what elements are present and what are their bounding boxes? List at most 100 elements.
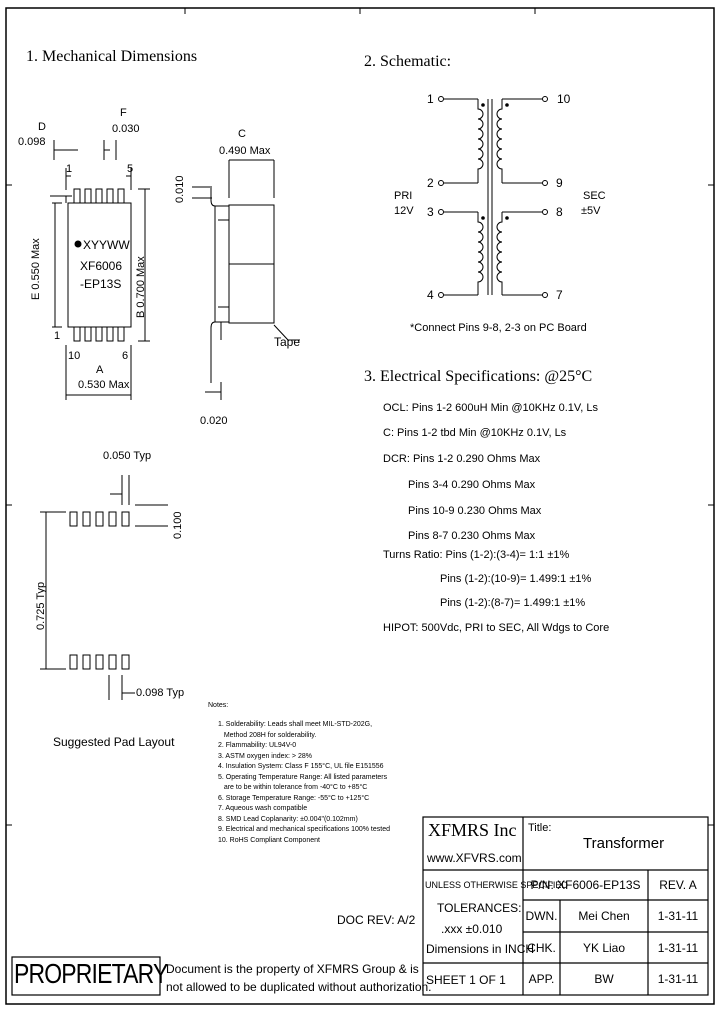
pin5-top-label: 5	[127, 163, 134, 175]
dim-b-text: 0.700 Max	[135, 256, 147, 308]
sec-voltage: ±5V	[581, 205, 601, 217]
chk-label: CHK.	[527, 940, 556, 955]
marking-line3: -EP13S	[80, 277, 122, 291]
title-label: Title:	[528, 822, 552, 834]
dimensions-unit: Dimensions in INCH	[426, 942, 535, 956]
app-label: APP.	[528, 972, 555, 986]
spec-dcr-4: Pins 8-7 0.230 Ohms Max	[408, 530, 536, 542]
schematic-section-title: 2. Schematic:	[364, 53, 452, 70]
revision: REV. A	[659, 878, 697, 892]
schem-pin-7: 7	[556, 288, 563, 302]
note-item: 1. Solderability: Leads shall meet MIL-S…	[218, 721, 373, 728]
pin1-bottom-label: 1	[54, 330, 61, 342]
proprietary-line2: not allowed to be duplicated without aut…	[166, 980, 432, 994]
dim-e-value: E 0.550 Max	[30, 238, 42, 300]
note-item: 7. Aqueous wash compatible	[218, 805, 308, 812]
dim-f-label: F	[120, 107, 127, 119]
company-name: XFMRS Inc	[428, 820, 517, 840]
mech-top-view	[50, 140, 150, 400]
notes-list: 1. Solderability: Leads shall meet MIL-S…	[218, 720, 390, 846]
pin1-dot	[74, 240, 82, 248]
dim-b-label: B	[135, 310, 147, 318]
schem-pin-8: 8	[556, 205, 563, 219]
chk-name: YK Liao	[582, 940, 626, 955]
note-item: 10. RoHS Compliant Component	[218, 836, 320, 844]
dim-a-value: 0.530 Max	[78, 379, 130, 391]
spec-cap: C: Pins 1-2 tbd Min @10KHz 0.1V, Ls	[383, 427, 567, 439]
dwn-name: Mei Chen	[578, 909, 630, 923]
pad-layout-caption: Suggested Pad Layout	[53, 735, 175, 749]
note-item: 8. SMD Lead Coplanarity: ±0.004"(0.102mm…	[218, 815, 358, 823]
note-item: 3. ASTM oxygen index: > 28%	[218, 752, 312, 760]
dim-d-value: 0.098	[18, 136, 46, 148]
tolerance-value: .xxx ±0.010	[441, 922, 503, 936]
schem-pin-1: 1	[427, 92, 434, 106]
schem-pin-2: 2	[427, 176, 434, 190]
polarity-dots	[481, 103, 509, 220]
spec-hipot: HIPOT: 500Vdc, PRI to SEC, All Wdgs to C…	[383, 622, 610, 634]
pad-width-label: 0.098 Typ	[136, 687, 185, 699]
schem-pin-4: 4	[427, 288, 434, 302]
schem-pin-3: 3	[427, 205, 434, 219]
note-item: 2. Flammability: UL94V-0	[218, 742, 297, 749]
tolerances-label: TOLERANCES:	[437, 901, 522, 915]
tape-label: Tape	[274, 335, 301, 349]
pad-layout	[40, 475, 168, 700]
spec-turns-3: Pins (1-2):(8-7)= 1.499:1 ±1%	[440, 597, 586, 609]
company-website: www.XFVRS.com	[427, 851, 522, 865]
sec-label: SEC	[583, 190, 606, 202]
pad-height-label: 0.100	[172, 511, 184, 539]
title-block-grid	[11, 816, 709, 996]
app-date: 1-31-11	[657, 972, 699, 986]
app-name: BW	[594, 972, 614, 986]
dwn-label: DWN.	[525, 909, 558, 923]
proprietary-line1: Document is the property of XFMRS Group …	[166, 962, 419, 976]
pin1-top-label: 1	[66, 163, 73, 175]
note-item: 6. Storage Temperature Range: -55°C to +…	[218, 794, 370, 802]
note-item: 4. Insulation System: Class F 155°C, UL …	[218, 763, 384, 770]
spec-turns-1: Turns Ratio: Pins (1-2):(3-4)= 1:1 ±1%	[383, 549, 570, 561]
dwn-date: 1-31-11	[657, 909, 699, 923]
note-item: are to be within tolerance from -40°C to…	[218, 784, 368, 791]
spec-ocl: OCL: Pins 1-2 600uH Min @10KHz 0.1V, Ls	[383, 402, 598, 414]
dim-c-label: C	[238, 128, 246, 140]
schematic-drawing	[438, 96, 548, 298]
schem-pin-10: 10	[557, 92, 571, 106]
dim-b-value: B 0.700 Max	[135, 256, 147, 318]
pad-span-label: 0.725 Typ	[35, 581, 47, 630]
dim-010-value: 0.010	[174, 175, 186, 203]
spec-dcr-3: Pins 10-9 0.230 Ohms Max	[408, 505, 542, 517]
note-item: Method 208H for solderability.	[218, 731, 317, 739]
spec-turns-2: Pins (1-2):(10-9)= 1.499:1 ±1%	[440, 573, 592, 585]
pad-pitch-label: 0.050 Typ	[103, 450, 152, 462]
pri-label: PRI	[394, 190, 413, 202]
pin10-label: 10	[68, 350, 81, 362]
unless-text: UNLESS OTHERWISE SPECIFIED	[425, 880, 568, 890]
spec-dcr-2: Pins 3-4 0.290 Ohms Max	[408, 479, 536, 491]
schem-pin-9: 9	[556, 176, 563, 190]
dim-f-value: 0.030	[112, 123, 140, 135]
spec-dcr-1: DCR: Pins 1-2 0.290 Ohms Max	[383, 453, 541, 465]
mech-section-title: 1. Mechanical Dimensions	[26, 48, 198, 65]
dim-c-value: 0.490 Max	[219, 145, 271, 157]
schematic-note: *Connect Pins 9-8, 2-3 on PC Board	[410, 322, 587, 334]
pri-voltage: 12V	[394, 205, 414, 217]
dim-e-text: 0.550 Max	[30, 238, 42, 290]
dim-020-value: 0.020	[200, 415, 228, 427]
marking-line2: XF6006	[80, 259, 123, 273]
part-number: P/N: XF6006-EP13S	[530, 878, 641, 892]
sheet-number: SHEET 1 OF 1	[426, 973, 506, 987]
chk-date: 1-31-11	[657, 940, 699, 955]
dim-e-label: E	[30, 292, 42, 300]
marking-line1: XYYWW	[83, 238, 130, 252]
proprietary-label: PROPRIETARY	[14, 958, 168, 989]
mech-side-view	[192, 159, 300, 400]
title-value: Transformer	[583, 835, 665, 852]
note-item: 5. Operating Temperature Range: All list…	[218, 773, 388, 781]
electrical-section-title: 3. Electrical Specifications: @25°C	[364, 368, 593, 385]
notes-title: Notes:	[208, 702, 229, 709]
dim-d-label: D	[38, 121, 46, 133]
dim-a-label: A	[96, 364, 104, 376]
